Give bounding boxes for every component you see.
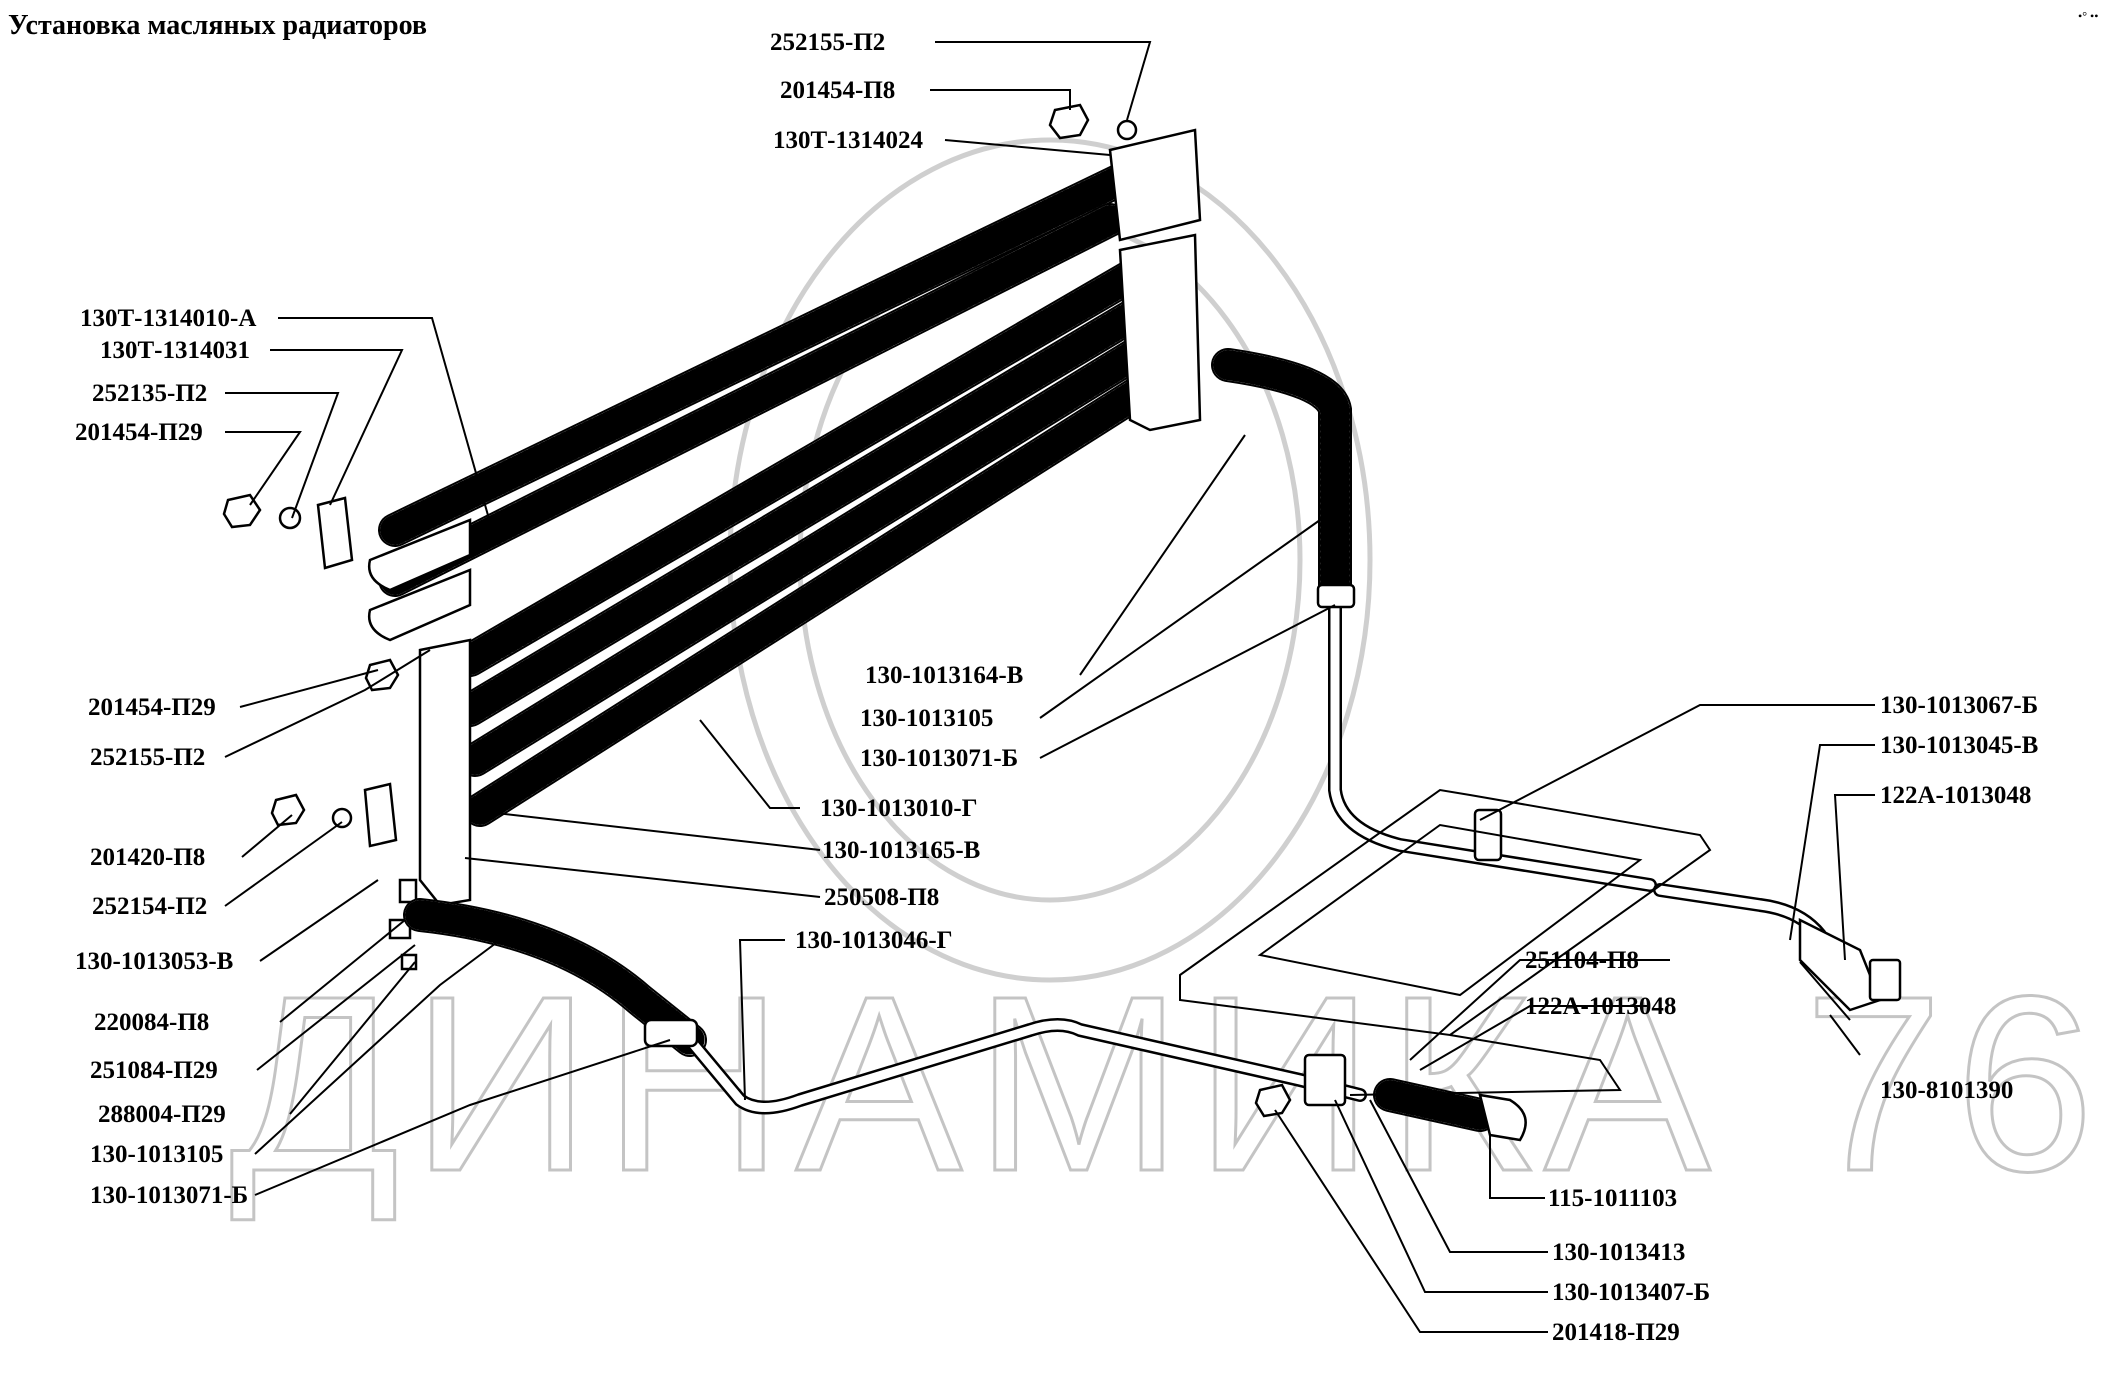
label-130-1013067-b: 130-1013067-Б: [1880, 692, 2038, 719]
label-130-1013407-b: 130-1013407-Б: [1552, 1279, 1710, 1306]
label-252154-p2: 252154-П2: [92, 893, 207, 920]
radiator-assembly: [222, 103, 1202, 971]
watermark-text: ДИНАМИКА 76: [230, 944, 2106, 1223]
diagram-title: Установка масляных радиаторов: [8, 10, 427, 41]
label-130-1013413: 130-1013413: [1552, 1239, 1685, 1266]
leader-lines: [224, 41, 1875, 1333]
label-201420-p8: 201420-П8: [90, 844, 205, 871]
callout-labels: 252155-П2 201454-П8 130Т-1314024 130Т-13…: [75, 29, 2038, 1346]
label-130-1013071-b-mid: 130-1013071-Б: [860, 745, 1018, 772]
label-130-1013164-v: 130-1013164-В: [865, 662, 1023, 689]
label-251104-p8: 251104-П8: [1525, 947, 1639, 974]
label-220084-p8: 220084-П8: [94, 1009, 209, 1036]
label-130-1013045-v: 130-1013045-В: [1880, 732, 2038, 759]
label-201454-p8: 201454-П8: [780, 77, 895, 104]
label-130-1013071-b-left: 130-1013071-Б: [90, 1182, 248, 1209]
label-252155-p2-top: 252155-П2: [770, 29, 885, 56]
label-130t-1314024: 130Т-1314024: [773, 127, 924, 154]
label-250508-p8: 250508-П8: [824, 884, 939, 911]
frame-member: [1179, 788, 1712, 1096]
label-130t-1314010-a: 130Т-1314010-А: [80, 305, 256, 332]
label-288004-p29: 288004-П29: [98, 1101, 226, 1128]
label-130-1013053-v: 130-1013053-В: [75, 948, 233, 975]
label-201454-p29: 201454-П29: [88, 694, 216, 721]
label-130-1013010-g: 130-1013010-Г: [820, 795, 978, 822]
label-201418-p29: 201418-П29: [1552, 1319, 1680, 1346]
watermark: ДИНАМИКА 76: [229, 137, 2106, 1225]
label-122a-1013048-right: 122А-1013048: [1880, 782, 2031, 809]
label-252155-p2-left: 252155-П2: [90, 744, 205, 771]
corner-mark: •° ••: [2078, 9, 2098, 23]
label-251084-p29: 251084-П29: [90, 1057, 218, 1084]
label-201454-p29-top: 201454-П29: [75, 419, 203, 446]
label-130-8101390: 130-8101390: [1880, 1077, 2013, 1104]
label-115-1011103: 115-1011103: [1548, 1185, 1677, 1212]
label-122a-1013048-mid: 122А-1013048: [1525, 993, 1676, 1020]
label-130t-1314031: 130Т-1314031: [100, 337, 250, 364]
label-130-1013105-mid: 130-1013105: [860, 705, 993, 732]
label-130-1013105-left: 130-1013105: [90, 1141, 223, 1168]
hoses-and-pipes: [403, 348, 1902, 1142]
label-130-1013046-g: 130-1013046-Г: [795, 927, 953, 954]
label-252135-p2: 252135-П2: [92, 380, 207, 407]
label-130-1013165-v: 130-1013165-В: [822, 837, 980, 864]
